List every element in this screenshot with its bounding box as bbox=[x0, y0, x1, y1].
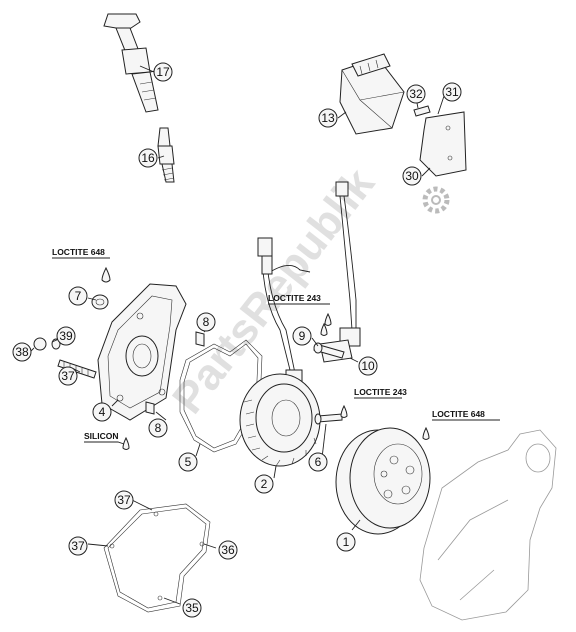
callout-circle-37-b: 37 bbox=[114, 490, 134, 510]
flywheel-rotor bbox=[335, 427, 431, 535]
callout-circle-10: 10 bbox=[358, 356, 378, 376]
silicon-label: SILICON bbox=[84, 431, 118, 441]
ignition-cover bbox=[97, 283, 187, 421]
callout-circle-16: 16 bbox=[138, 148, 158, 168]
callout-circle-39: 39 bbox=[56, 326, 76, 346]
callout-number-37-c: 37 bbox=[71, 539, 85, 553]
callout-number-31: 31 bbox=[445, 85, 459, 99]
spark-plug bbox=[157, 127, 175, 183]
callout-number-13: 13 bbox=[321, 111, 335, 125]
callout-circle-6: 6 bbox=[308, 452, 328, 472]
cdi-unit bbox=[339, 53, 405, 135]
callout-number-37-b: 37 bbox=[117, 493, 131, 507]
callout-circle-5: 5 bbox=[178, 452, 198, 472]
callout-circle-13: 13 bbox=[318, 108, 338, 128]
cover-gasket-lower bbox=[103, 503, 211, 613]
callout-number-6: 6 bbox=[315, 455, 322, 469]
callout-number-38: 38 bbox=[15, 345, 29, 359]
gear-watermark-icon bbox=[422, 186, 450, 214]
callout-number-1: 1 bbox=[343, 535, 350, 549]
loctite-648-label-left: LOCTITE 648 bbox=[52, 247, 105, 257]
loctite-drops bbox=[101, 266, 430, 450]
callout-circle-17: 17 bbox=[153, 62, 173, 82]
cover-plug bbox=[91, 294, 109, 310]
callout-circle-35: 35 bbox=[182, 598, 202, 618]
dowel-pins bbox=[145, 331, 205, 415]
cdi-bracket bbox=[413, 105, 467, 177]
engine-case-outline bbox=[419, 429, 557, 621]
callout-circle-32: 32 bbox=[406, 84, 426, 104]
callout-number-37-a: 37 bbox=[61, 369, 75, 383]
callout-number-17: 17 bbox=[156, 65, 170, 79]
callout-circle-8-b: 8 bbox=[148, 418, 168, 438]
stator-bolts bbox=[313, 342, 345, 425]
callout-circle-37-c: 37 bbox=[68, 536, 88, 556]
loctite-648-label-right: LOCTITE 648 bbox=[432, 409, 485, 419]
callout-circle-30: 30 bbox=[402, 166, 422, 186]
callout-number-32: 32 bbox=[409, 87, 423, 101]
callout-number-2: 2 bbox=[261, 477, 268, 491]
callout-circle-36: 36 bbox=[218, 540, 238, 560]
callout-number-30: 30 bbox=[405, 169, 419, 183]
stator bbox=[239, 373, 321, 467]
callout-circle-8-a: 8 bbox=[196, 312, 216, 332]
callout-circle-1: 1 bbox=[336, 532, 356, 552]
ignition-coil bbox=[103, 13, 161, 113]
callout-circle-38: 38 bbox=[12, 342, 32, 362]
nut-washer-stud bbox=[33, 337, 97, 379]
callout-circle-7: 7 bbox=[68, 286, 88, 306]
callout-circle-4: 4 bbox=[92, 402, 112, 422]
callout-number-5: 5 bbox=[185, 455, 192, 469]
callout-number-10: 10 bbox=[361, 359, 375, 373]
callout-number-8-b: 8 bbox=[155, 421, 162, 435]
callout-number-8-a: 8 bbox=[203, 315, 210, 329]
callout-number-9: 9 bbox=[299, 329, 306, 343]
callout-number-7: 7 bbox=[75, 289, 82, 303]
callout-circle-9: 9 bbox=[292, 326, 312, 346]
callout-number-39: 39 bbox=[59, 329, 73, 343]
callout-circle-31: 31 bbox=[442, 82, 462, 102]
callout-number-36: 36 bbox=[221, 543, 235, 557]
loctite-243-label-center: LOCTITE 243 bbox=[268, 293, 321, 303]
callout-circle-2: 2 bbox=[254, 474, 274, 494]
callout-circle-37-a: 37 bbox=[58, 366, 78, 386]
callout-number-16: 16 bbox=[141, 151, 155, 165]
callout-number-35: 35 bbox=[185, 601, 199, 615]
loctite-243-label-right: LOCTITE 243 bbox=[354, 387, 407, 397]
callout-number-4: 4 bbox=[99, 405, 106, 419]
